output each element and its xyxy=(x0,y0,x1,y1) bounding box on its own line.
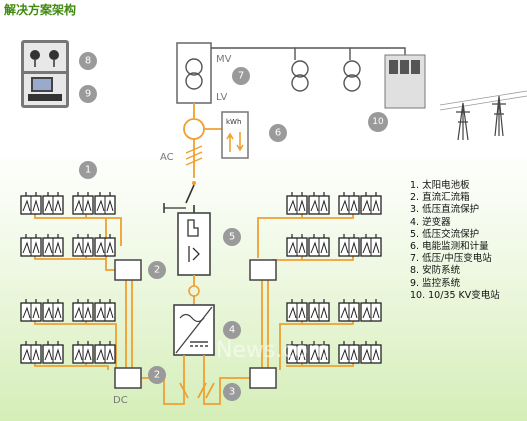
dc-protection-box-left xyxy=(114,367,142,389)
solar-panel-array-right-top xyxy=(286,191,382,257)
watermark: News.com xyxy=(216,338,329,363)
badge-2-bottom: 2 xyxy=(148,366,166,384)
legend-item: 8. 安防系统 xyxy=(410,265,461,277)
substation-building xyxy=(384,54,426,109)
legend-item: 9. 监控系统 xyxy=(410,277,461,289)
svg-text:2: 2 xyxy=(154,265,160,276)
badge-1: 1 xyxy=(79,161,97,179)
monitoring-computer-icon xyxy=(24,74,66,105)
dc-combiner-box-left-top xyxy=(114,259,142,281)
legend-item: 10. 10/35 KV变电站 xyxy=(410,289,500,301)
svg-text:4: 4 xyxy=(229,325,235,336)
security-monitoring-panel xyxy=(21,40,69,108)
solar-panel-array-left-top xyxy=(20,191,116,257)
legend-item: 5. 低压交流保护 xyxy=(410,228,480,240)
legend-item: 3. 低压直流保护 xyxy=(410,204,480,216)
lv-label: LV xyxy=(216,92,227,103)
legend-item: 2. 直流汇流箱 xyxy=(410,192,470,204)
svg-text:9: 9 xyxy=(85,89,91,100)
badge-10: 10 xyxy=(368,112,388,132)
ac-switch xyxy=(163,184,195,213)
ac-protection-box xyxy=(177,212,211,276)
dc-label: DC xyxy=(113,395,128,406)
svg-text:7: 7 xyxy=(238,71,244,82)
legend-item: 7. 低压/中压变电站 xyxy=(410,253,492,265)
inverter xyxy=(173,304,215,356)
kwh-label: kWh xyxy=(226,118,241,126)
page-title: 解决方案架构 xyxy=(4,3,77,17)
legend-list: 1. 太阳电池板 2. 直流汇流箱 3. 低压直流保护 4. 逆变器 5. 低压… xyxy=(410,180,500,302)
badge-3: 3 xyxy=(223,383,241,401)
transformer-2 xyxy=(291,60,309,92)
ac-main-feed xyxy=(183,103,222,185)
legend-item: 6. 电能监测和计量 xyxy=(410,241,489,253)
transformer-3 xyxy=(343,60,361,92)
mv-label: MV xyxy=(216,54,232,65)
legend-item: 4. 逆变器 xyxy=(410,216,451,228)
transformer-station xyxy=(176,42,212,104)
svg-text:10: 10 xyxy=(372,117,384,127)
dc-combiner-box-right-top xyxy=(249,259,277,281)
svg-text:3: 3 xyxy=(229,387,235,398)
badge-5: 5 xyxy=(223,228,241,246)
ac-label: AC xyxy=(160,152,174,163)
badge-2-top: 2 xyxy=(148,261,166,279)
svg-text:2: 2 xyxy=(154,370,160,381)
security-cameras-icon xyxy=(24,43,66,71)
badge-6: 6 xyxy=(269,124,287,142)
legend-item: 1. 太阳电池板 xyxy=(410,180,470,191)
svg-text:8: 8 xyxy=(85,56,91,67)
svg-text:6: 6 xyxy=(275,128,281,139)
badge-7: 7 xyxy=(232,67,250,85)
svg-text:5: 5 xyxy=(229,232,235,243)
transmission-towers xyxy=(439,90,527,141)
svg-text:1: 1 xyxy=(85,165,91,176)
badge-8: 8 xyxy=(79,52,97,70)
dc-protection-box-right xyxy=(249,367,277,389)
mv-line xyxy=(211,47,406,60)
solar-panel-array-left-bottom xyxy=(20,298,116,364)
badge-9: 9 xyxy=(79,85,97,103)
badge-4: 4 xyxy=(223,321,241,339)
energy-meter xyxy=(221,111,249,159)
